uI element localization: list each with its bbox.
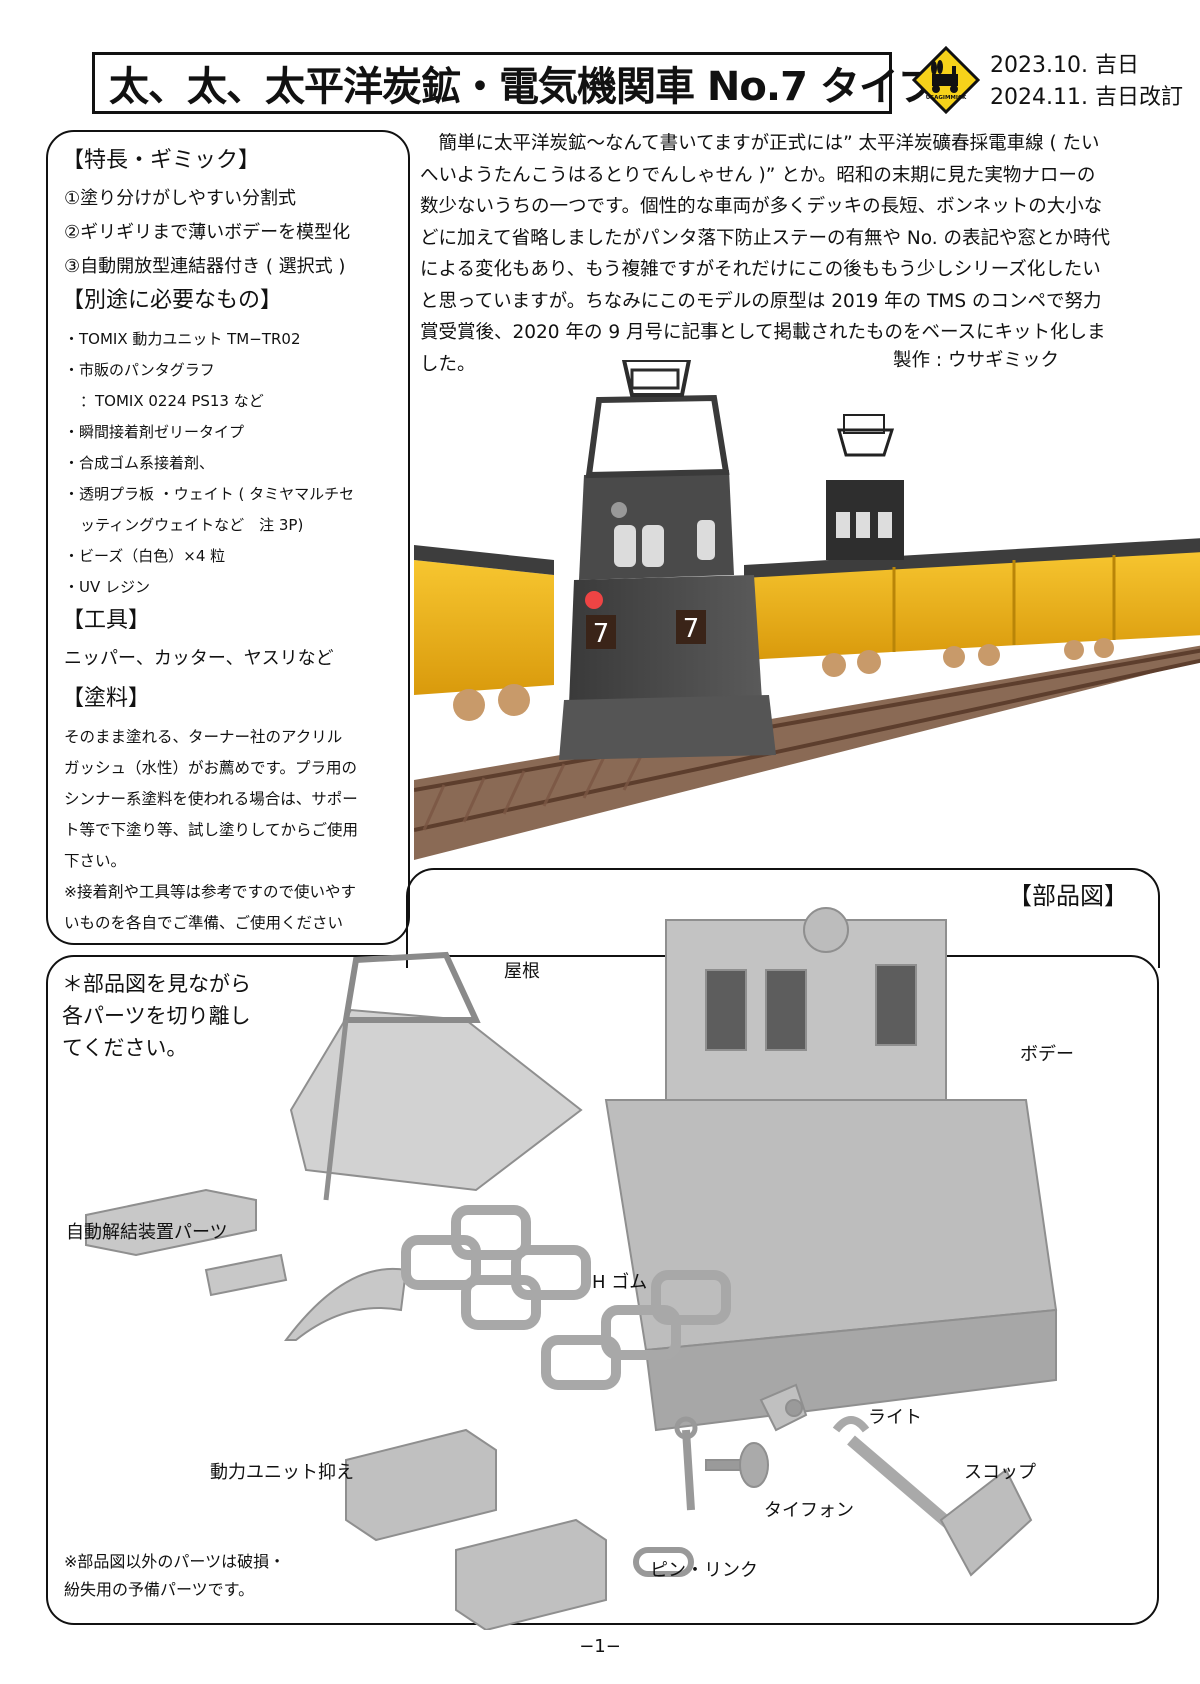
parts-instruction: ＊部品図を見ながら 各パーツを切り離し てください。 bbox=[62, 968, 251, 1064]
required-item: ：TOMIX 0224 PS13 など bbox=[80, 392, 264, 410]
logo-text: USAGIMMICK bbox=[926, 95, 967, 101]
credit: 製作 : ウサギミック bbox=[893, 350, 1059, 371]
instruction-line: ＊部品図を見ながら bbox=[62, 972, 251, 996]
feature-item: ②ギリギリまで薄いボデーを模型化 bbox=[64, 222, 351, 243]
intro-line: どに加えて省略しましたがパンタ落下防止ステーの有無や No. の表記や窓とか時代 bbox=[420, 227, 1110, 249]
locomotive-photo: 7 7 bbox=[414, 360, 1200, 860]
note-line: 紛失用の予備パーツです。 bbox=[64, 1580, 255, 1599]
tools-text: ニッパー、カッター、ヤスリなど bbox=[64, 648, 334, 669]
parts-title: 【部品図】 bbox=[1008, 882, 1128, 910]
parts-diagram bbox=[85, 907, 1058, 1630]
page-number: −1− bbox=[579, 1636, 621, 1657]
intro-text: 簡単に太平洋炭鉱〜なんて書いてますが正式には” 太平洋炭礦春採電車線 ( たい … bbox=[420, 128, 1160, 380]
required-heading: 【別途に必要なもの】 bbox=[62, 288, 283, 313]
page-title: 太、太、太平洋炭鉱・電気機関車 No.7 タイプ bbox=[92, 52, 938, 114]
date-revised: 2024.11. 吉日改訂 bbox=[990, 85, 1183, 110]
parts-panel bbox=[46, 955, 1159, 1625]
paint-line: そのまま塗れる、ターナー社のアクリル bbox=[64, 728, 343, 746]
h-rubber-parts bbox=[401, 1205, 731, 1390]
instruction-line: てください。 bbox=[62, 1036, 188, 1060]
required-item: ・合成ゴム系接着剤、 bbox=[64, 454, 215, 472]
paint-line: ガッシュ（水性）がお薦めです。プラ用の bbox=[64, 759, 357, 777]
paint-line: いものを各自でご準備、ご使用ください bbox=[64, 914, 344, 932]
typhon-part bbox=[705, 1442, 769, 1488]
required-item: ッティングウェイトなど 注 3P) bbox=[80, 516, 304, 534]
label-body: ボデー bbox=[1020, 1044, 1074, 1065]
spare-parts-note: ※部品図以外のパーツは破損・ 紛失用の予備パーツです。 bbox=[64, 1548, 285, 1604]
intro-line: と思っていますが。ちなみにこのモデルの原型は 2019 年の TMS のコンペで… bbox=[420, 290, 1102, 312]
intro-line: 賞受賞後、2020 年の 9 月号に記事として掲載されたものをベースにキット化し… bbox=[420, 322, 1106, 343]
required-item: ・市販のパンタグラフ bbox=[64, 361, 215, 379]
date-created: 2023.10. 吉日 bbox=[990, 53, 1139, 78]
light-part bbox=[759, 1383, 808, 1432]
roof-part bbox=[289, 951, 583, 1201]
label-roof: 屋根 bbox=[504, 961, 540, 982]
intro-line: へいようたんこうはるとりでんしゃせん )” とか。昭和の末期に見た実物ナローの bbox=[420, 164, 1096, 186]
paint-line: ※接着剤や工具等は参考ですので使いやす bbox=[64, 883, 356, 901]
hopper-cars-right bbox=[744, 538, 1200, 677]
main-locomotive: 7 7 bbox=[559, 360, 776, 760]
feature-item: ①塗り分けがしやすい分割式 bbox=[64, 188, 296, 209]
note-line: ※部品図以外のパーツは破損・ bbox=[64, 1552, 286, 1571]
dates: 2023.10. 吉日 2024.11. 吉日改訂 bbox=[990, 50, 1183, 114]
label-motor-holder: 動力ユニット抑え bbox=[210, 1462, 354, 1483]
feature-item: ③自動開放型連結器付き ( 選択式 ) bbox=[64, 256, 346, 277]
intro-line: による変化もあり、もう複雑ですがそれだけにこの後ももう少しシリーズ化したい bbox=[420, 259, 1101, 280]
hopper-car-left bbox=[414, 545, 554, 721]
intro-line: 数少ないうちの一つです。個性的な車両が多くデッキの長短、ボンネットの大小な bbox=[420, 196, 1103, 217]
paint-heading: 【塗料】 bbox=[62, 686, 151, 711]
paint-line: ト等で下塗り等、試し塗りしてからご使用 bbox=[64, 821, 359, 839]
required-item: ・瞬間接着剤ゼリータイプ bbox=[64, 423, 245, 441]
feature-box: 【特長・ギミック】 ①塗り分けがしやすい分割式 ②ギリギリまで薄いボデーを模型化… bbox=[46, 130, 410, 945]
parts-panel-top bbox=[406, 868, 1160, 968]
second-locomotive bbox=[826, 414, 904, 560]
label-h-rubber: H ゴム bbox=[592, 1272, 648, 1293]
coupler-parts bbox=[85, 1188, 408, 1341]
number-plate-left: 7 bbox=[593, 619, 610, 649]
label-typhon: タイフォン bbox=[764, 1500, 854, 1521]
usagimmick-logo: USAGIMMICK bbox=[912, 46, 980, 114]
label-coupler: 自動解結装置パーツ bbox=[66, 1222, 228, 1243]
features-heading: 【特長・ギミック】 bbox=[62, 148, 261, 173]
label-scoop: スコップ bbox=[964, 1462, 1036, 1483]
required-item: ・UV レジン bbox=[64, 578, 151, 596]
instruction-line: 各パーツを切り離し bbox=[62, 1004, 251, 1028]
required-item: ・TOMIX 動力ユニット TM−TR02 bbox=[64, 330, 301, 348]
paint-line: シンナー系塗料を使われる場合は、サポー bbox=[64, 790, 358, 808]
label-pin-link: ピン・リンク bbox=[650, 1560, 758, 1581]
intro-line: した。 bbox=[420, 353, 476, 375]
scoop-part bbox=[832, 1416, 1033, 1577]
required-item: ・透明プラ板 ・ウェイト ( タミヤマルチセ bbox=[64, 485, 355, 503]
motor-holder-parts bbox=[345, 1428, 607, 1630]
label-light: ライト bbox=[868, 1407, 922, 1428]
tools-heading: 【工具】 bbox=[62, 608, 151, 633]
pin-link-part bbox=[633, 1416, 698, 1577]
paint-line: 下さい。 bbox=[64, 852, 127, 870]
intro-line: 簡単に太平洋炭鉱〜なんて書いてますが正式には” 太平洋炭礦春採電車線 ( たい bbox=[420, 133, 1100, 154]
body-part bbox=[604, 907, 1058, 1432]
number-plate-right: 7 bbox=[683, 614, 700, 644]
required-item: ・ビーズ（白色）×4 粒 bbox=[64, 547, 226, 565]
